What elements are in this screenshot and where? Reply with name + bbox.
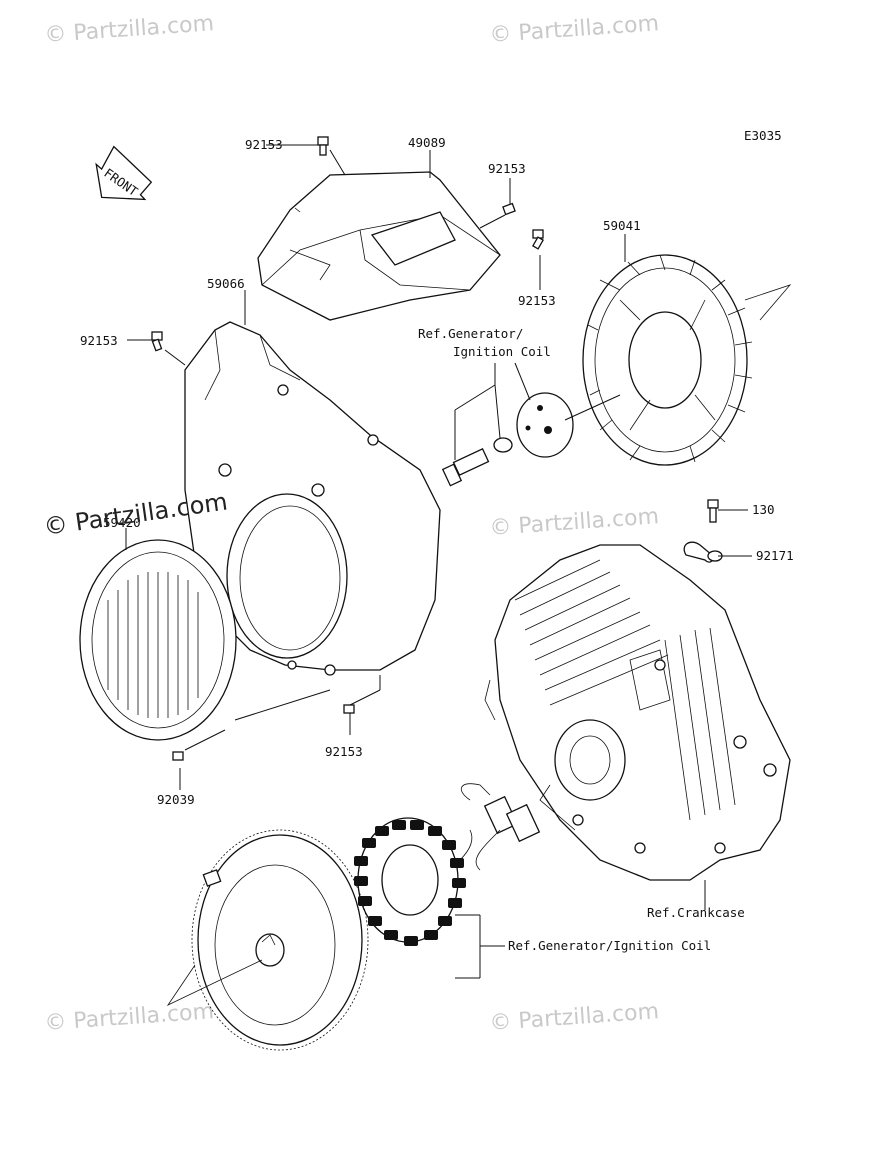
callout-59066: 59066 (207, 276, 245, 291)
leader-lines (125, 136, 752, 979)
callout-92153: 92153 (80, 333, 118, 348)
diagram-code: E3035 (744, 128, 782, 143)
watermark: © Partzilla.com (489, 504, 660, 541)
flywheel (166, 829, 369, 1051)
stator (354, 817, 473, 946)
callout-ref-crankcase: Ref.Crankcase (647, 905, 745, 920)
callout-92153: 92153 (488, 161, 526, 176)
watermark: © Partzilla.com (489, 999, 660, 1036)
callout-130: 130 (752, 502, 775, 517)
part-59420-screen (79, 539, 237, 741)
watermark: © Partzilla.com (44, 11, 215, 48)
callout-92153: 92153 (245, 137, 283, 152)
callout-49089: 49089 (408, 135, 446, 150)
crankcase-engine-block (484, 544, 791, 881)
part-59041-fan (582, 254, 792, 466)
front-arrow: FRONT (95, 145, 153, 201)
watermark: © Partzilla.com (44, 999, 215, 1036)
fan-mount-hardware (441, 392, 621, 487)
part-59066-housing (184, 321, 441, 676)
watermark: © Partzilla.com (489, 11, 660, 48)
harness-connector (460, 783, 541, 871)
callout-ignition-coil: Ignition Coil (453, 344, 551, 359)
callout-ref-generator-ignition-coil: Ref.Generator/Ignition Coil (508, 938, 711, 953)
callout-59041: 59041 (603, 218, 641, 233)
callout-92171: 92171 (756, 548, 794, 563)
callout-ref-generator: Ref.Generator/ (418, 326, 523, 341)
callout-labels: 92153 49089 92153 92153 59041 59066 9215… (80, 135, 794, 953)
part-49089-cover (257, 171, 501, 321)
callout-59420: 59420 (103, 515, 141, 530)
bolt-130-and-clamp-92171 (683, 499, 723, 563)
callout-92039: 92039 (157, 792, 195, 807)
callout-92153: 92153 (325, 744, 363, 759)
watermark-group: © Partzilla.com © Partzilla.com © Partzi… (44, 11, 660, 1036)
callout-92153: 92153 (518, 293, 556, 308)
